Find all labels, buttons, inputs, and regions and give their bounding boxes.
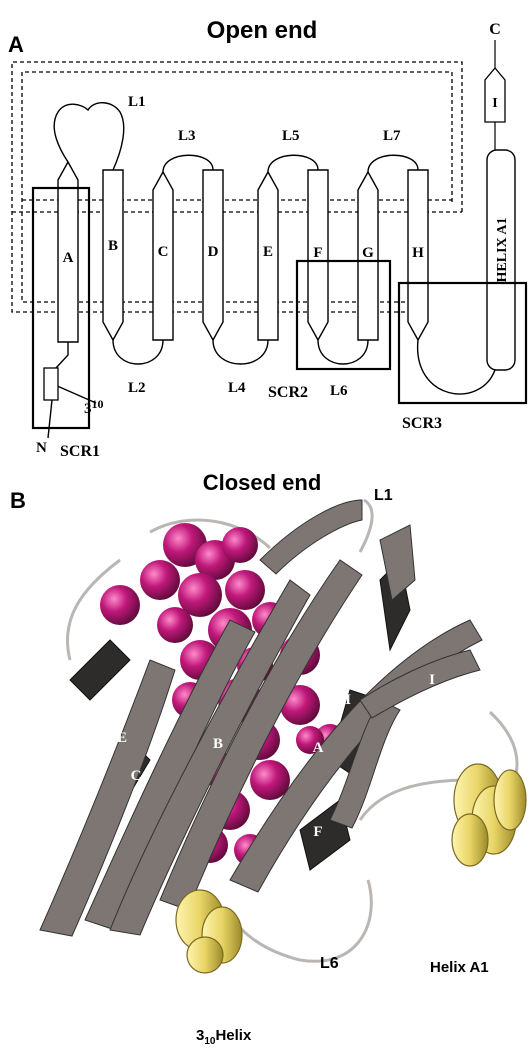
open-end-title: Open end [207, 17, 318, 44]
helix-310-render [176, 890, 242, 973]
loop-label-l5: L5 [282, 128, 300, 144]
b-strand-b: B [213, 736, 223, 752]
helix-310-label: 310 [84, 397, 104, 417]
b-strand-h: H [339, 692, 351, 708]
b-strand-f: F [313, 824, 322, 840]
loop-l4 [213, 340, 268, 364]
panel-b-structure-render: B Closed end L1 [10, 470, 526, 1047]
c-terminus-label: C [489, 21, 501, 38]
b-strand-g: G [327, 784, 339, 800]
panel-a-label: A [8, 32, 24, 57]
scr2-label: SCR2 [268, 384, 308, 401]
loop-label-l3: L3 [178, 128, 196, 144]
strand-label-g: G [362, 245, 374, 261]
loop-label-l6: L6 [330, 383, 348, 399]
helix-a1-box-label: HELIX A1 [495, 218, 510, 283]
b-strand-a: A [313, 740, 324, 756]
loop-l2 [113, 340, 163, 364]
strand-label-c: C [158, 244, 169, 260]
loop-label-l1: L1 [128, 94, 146, 110]
strand-label-h: H [412, 245, 424, 261]
scr3-label: SCR3 [402, 415, 442, 432]
helix-a1-render [452, 764, 526, 866]
loop-label-l4: L4 [228, 380, 246, 396]
helix-310-caption: 310Helix [196, 1027, 252, 1047]
panel-b-label: B [10, 488, 26, 513]
helix-a1-label: Helix A1 [430, 959, 489, 976]
b-strand-e: E [117, 730, 127, 746]
strand-label-e: E [263, 244, 273, 260]
strand-label-d: D [208, 244, 219, 260]
loop-l1 [54, 103, 124, 170]
strand-label-a: A [63, 250, 74, 266]
strand-b-arrow [103, 170, 123, 340]
loop-label-l2: L2 [128, 380, 146, 396]
beta-ribbons [40, 500, 482, 936]
loop-l6 [318, 340, 368, 364]
loop-h-helix [418, 340, 495, 394]
loop-l6-tube [235, 880, 371, 961]
scr1-label: SCR1 [60, 443, 100, 460]
n-terminus-label: N [36, 440, 47, 456]
l6-label: L6 [320, 955, 339, 972]
strand-i-label: I [492, 96, 497, 111]
l1-label: L1 [374, 487, 393, 504]
closed-end-title: Closed end [203, 470, 322, 495]
strand-i-arrow [485, 40, 505, 150]
b-strand-d: D [77, 768, 88, 784]
b-strand-i: I [429, 672, 435, 688]
helix-310-box [44, 368, 58, 400]
strand-label-f: F [313, 245, 322, 261]
ribbon-top-l [260, 500, 362, 574]
loop-label-l7: L7 [383, 128, 401, 144]
b-strand-c: C [131, 768, 142, 784]
panel-a-topology-diagram: A Open end C I HELIX A1 [8, 17, 526, 460]
strand-label-b: B [108, 238, 118, 254]
